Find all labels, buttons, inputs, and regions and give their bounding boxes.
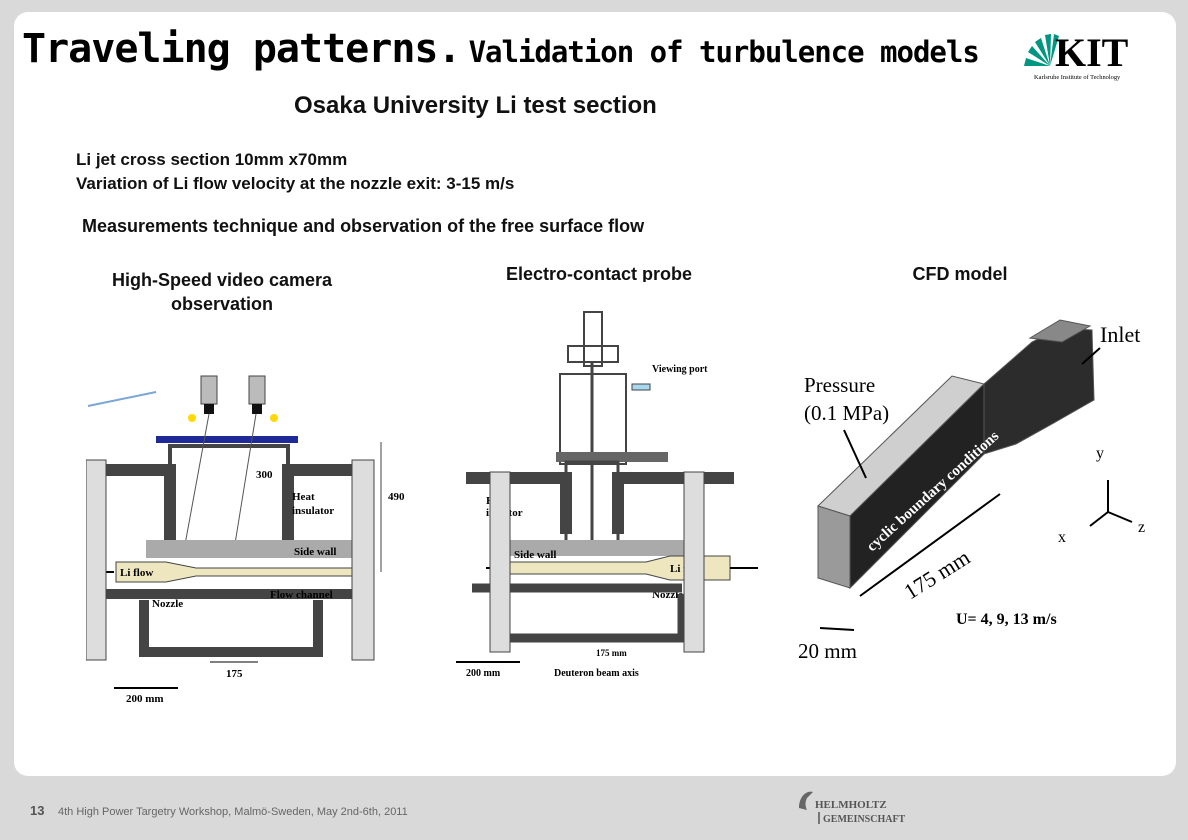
svg-text:x: x: [1058, 529, 1066, 546]
section-subtitle: Osaka University Li test section: [294, 92, 657, 119]
helmholtz-logo: HELMHOLTZ GEMEINSCHAFT: [799, 791, 906, 825]
svg-text:z: z: [1138, 519, 1145, 536]
slide-title: Traveling patterns.Validation of turbule…: [22, 26, 980, 72]
svg-text:Nozzle: Nozzle: [152, 598, 183, 610]
svg-text:insulator: insulator: [292, 505, 334, 517]
kit-letters: KIT: [1055, 30, 1129, 75]
svg-text:Pressure: Pressure: [804, 373, 875, 397]
measurements-heading: Measurements technique and observation o…: [82, 216, 645, 236]
svg-text:300: 300: [256, 469, 273, 481]
camera-diagram: 300 490 Heat insulator Side wall Li flow…: [86, 372, 422, 708]
svg-text:490: 490: [388, 491, 405, 503]
svg-text:Flow channel: Flow channel: [270, 589, 333, 601]
footer-event: 4th High Power Targetry Workshop, Malmö-…: [58, 806, 408, 818]
kit-tagline: Karlsruhe Institute of Technology: [1034, 74, 1121, 81]
svg-text:GEMEINSCHAFT: GEMEINSCHAFT: [823, 814, 906, 825]
svg-text:Side wall: Side wall: [294, 546, 336, 558]
svg-text:Side wall: Side wall: [514, 549, 556, 561]
svg-text:Li flow: Li flow: [120, 567, 153, 579]
cfd-diagram: Inlet Pressure (0.1 MPa) cyclic boundary…: [798, 319, 1145, 663]
svg-text:HELMHOLTZ: HELMHOLTZ: [815, 799, 887, 811]
svg-text:Heat: Heat: [292, 491, 315, 503]
svg-text:Viewing port: Viewing port: [652, 364, 708, 375]
probe-diagram: Viewing port Heat insultor Side wall Li …: [446, 282, 762, 692]
svg-text:175 mm: 175 mm: [899, 544, 974, 604]
svg-text:U= 4, 9, 13 m/s: U= 4, 9, 13 m/s: [956, 611, 1057, 628]
svg-text:(0.1 MPa): (0.1 MPa): [804, 401, 889, 425]
svg-text:200 mm: 200 mm: [126, 693, 164, 705]
kit-fan-icon: [1024, 34, 1059, 66]
helmholtz-mark-icon: [799, 791, 813, 810]
page-number: 13: [30, 803, 45, 818]
svg-text:Deuteron beam axis: Deuteron beam axis: [554, 668, 639, 679]
title-sub: Validation of turbulence models: [468, 35, 980, 69]
svg-text:20 mm: 20 mm: [798, 639, 857, 663]
kit-logo: KIT Karlsruhe Institute of Technology: [1024, 30, 1129, 81]
spec-line-1: Li jet cross section 10mm x70mm: [76, 150, 348, 169]
svg-text:175: 175: [226, 668, 243, 680]
cfd-caption: CFD model: [912, 264, 1008, 284]
svg-text:y: y: [1096, 445, 1104, 462]
spec-line-2: Variation of Li flow velocity at the noz…: [76, 174, 515, 193]
svg-text:Inlet: Inlet: [1100, 322, 1140, 347]
svg-text:200 mm: 200 mm: [466, 668, 501, 679]
camera-caption: High-Speed video camera observation: [111, 270, 333, 314]
svg-text:175 mm: 175 mm: [596, 648, 627, 658]
title-main: Traveling patterns.: [22, 26, 462, 72]
